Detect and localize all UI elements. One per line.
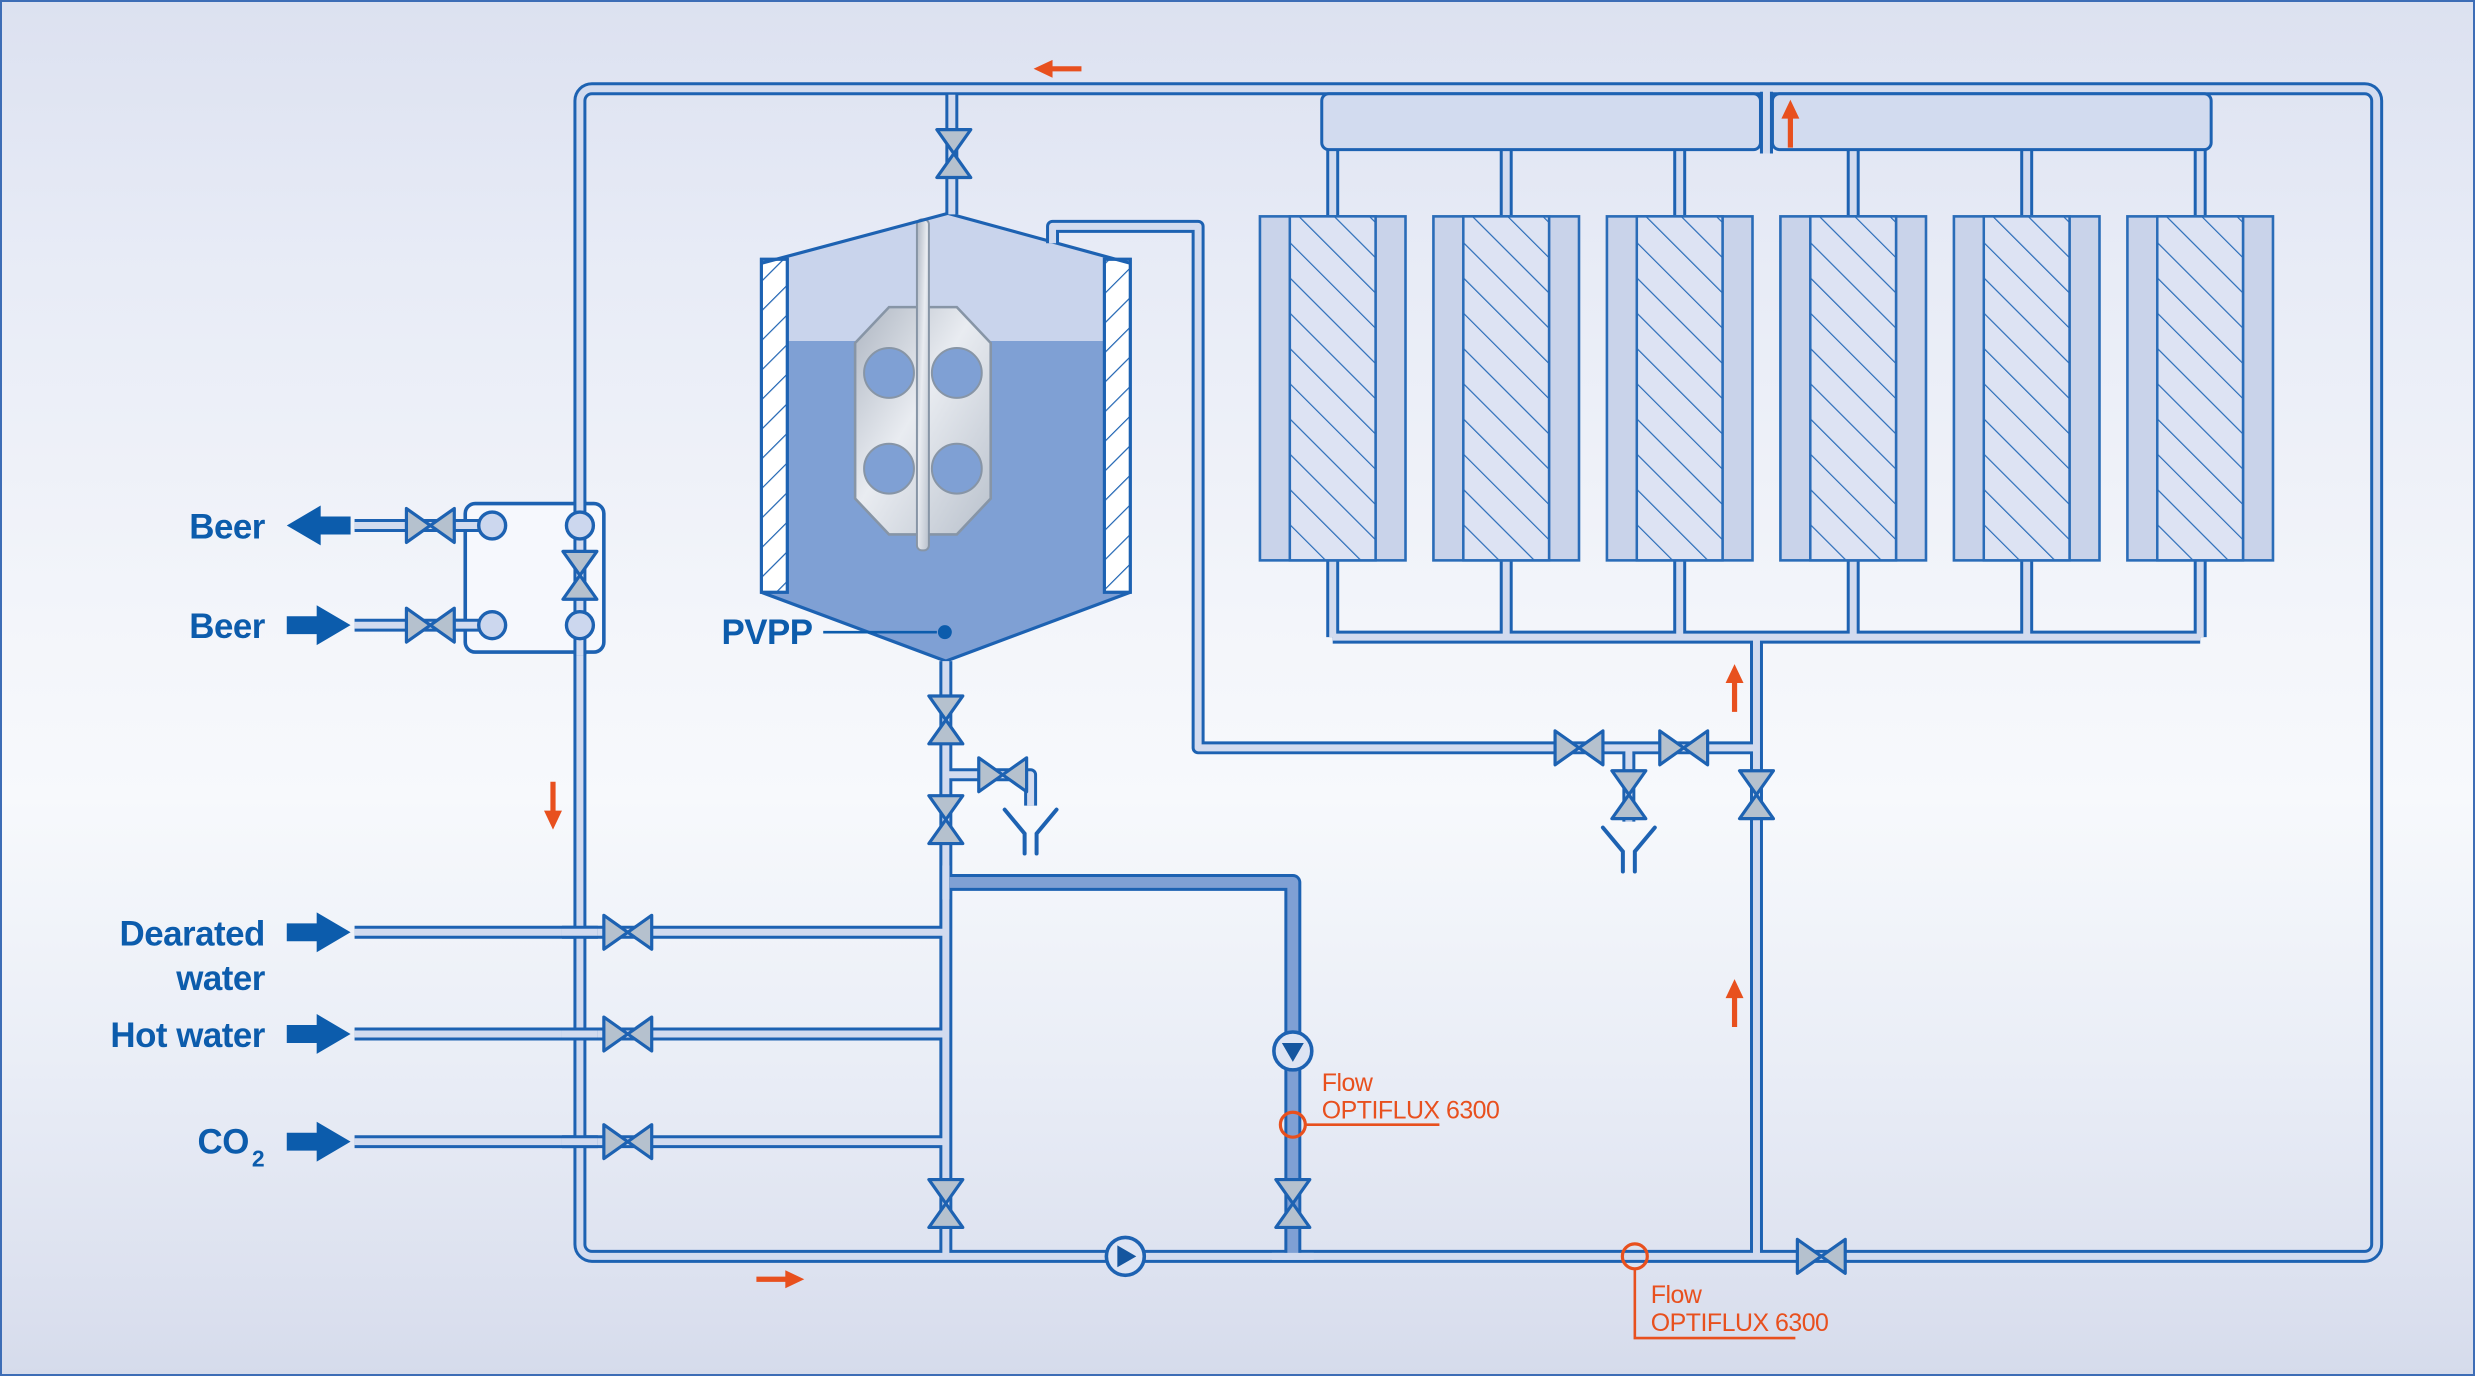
valve-icon [602, 1015, 654, 1053]
tank-wall-left [759, 257, 789, 594]
valve-icon [602, 1123, 654, 1161]
co2-subscript: 2 [252, 1146, 265, 1172]
flowmeter-label: Flow [1322, 1069, 1374, 1097]
dearated-water-label-line1: Dearated [120, 914, 265, 953]
filter-top-headers [1320, 89, 2213, 154]
port-icon [477, 510, 508, 541]
stream-labels: Beer Beer Dearated water Hot water CO 2 [110, 505, 351, 1172]
filter-module [1605, 215, 1754, 562]
co2-label: CO [198, 1123, 249, 1162]
beer-in-arrow-icon [286, 605, 351, 646]
valve-icon [1553, 729, 1605, 767]
filter-module [1432, 215, 1581, 562]
agitator-shaft [915, 218, 930, 552]
pvpp-label: PVPP [722, 613, 813, 652]
agitator [853, 218, 993, 552]
pvpp-tank [759, 211, 1132, 663]
beer-out-arrow-icon [286, 505, 351, 546]
filter-module [1258, 215, 1407, 562]
flow-arrow-up-icon [1725, 664, 1744, 712]
pvpp-dosing-pipe [942, 865, 1314, 1260]
valve-icon [404, 506, 456, 545]
dosing-flowmeter: Flow OPTIFLUX 6300 [1278, 1069, 1500, 1139]
flowmeter-model: OPTIFLUX 6300 [1322, 1097, 1500, 1125]
pipe-crossings [561, 925, 598, 1149]
filter-module [1952, 215, 2101, 562]
flow-arrow-left-icon [1033, 59, 1082, 78]
main-flowmeter: Flow OPTIFLUX 6300 [1620, 1242, 1829, 1340]
dosing-pump-icon [1272, 1030, 1314, 1072]
flow-arrow-down-icon [544, 781, 562, 830]
pump-icon [1104, 1235, 1147, 1278]
flowmeter-model: OPTIFLUX 6300 [1651, 1309, 1829, 1337]
filter-module [2126, 215, 2275, 562]
valve-icon [1737, 769, 1776, 821]
filter-bank [1258, 215, 2275, 562]
drain-funnel-icon [1002, 807, 1059, 856]
valve-icon [602, 913, 654, 951]
drain-funnel-icon [1600, 825, 1657, 874]
hot-water-arrow-icon [286, 1014, 351, 1054]
valve-icon [1795, 1237, 1847, 1275]
pvpp-pointer-dot [937, 625, 952, 640]
valve-icon [404, 606, 456, 644]
valve-icon [977, 756, 1029, 794]
filter-module [1779, 215, 1928, 562]
port-icon [564, 510, 596, 541]
port-icon [564, 610, 596, 641]
flowmeter-label: Flow [1651, 1281, 1703, 1309]
co2-arrow-icon [286, 1121, 351, 1162]
flow-arrow-up-icon [1725, 979, 1744, 1028]
valve-icon [927, 794, 965, 846]
valve-icon [1274, 1177, 1312, 1230]
beer-out-label: Beer [189, 507, 265, 546]
dearated-water-label-line2: water [175, 959, 266, 998]
valve-icon [935, 128, 973, 180]
dearated-water-arrow-icon [286, 912, 351, 953]
valve-icon [927, 1177, 965, 1230]
pvpp-annotation: PVPP [722, 613, 952, 652]
valve-icon [1658, 729, 1710, 767]
beer-in-label: Beer [189, 607, 265, 646]
valve-icon [1610, 769, 1648, 821]
tank-wall-right [1102, 257, 1132, 594]
valve-icon [927, 694, 965, 746]
port-icon [477, 610, 508, 641]
hot-water-label: Hot water [110, 1016, 265, 1055]
flow-arrow-right-icon [756, 1270, 805, 1289]
